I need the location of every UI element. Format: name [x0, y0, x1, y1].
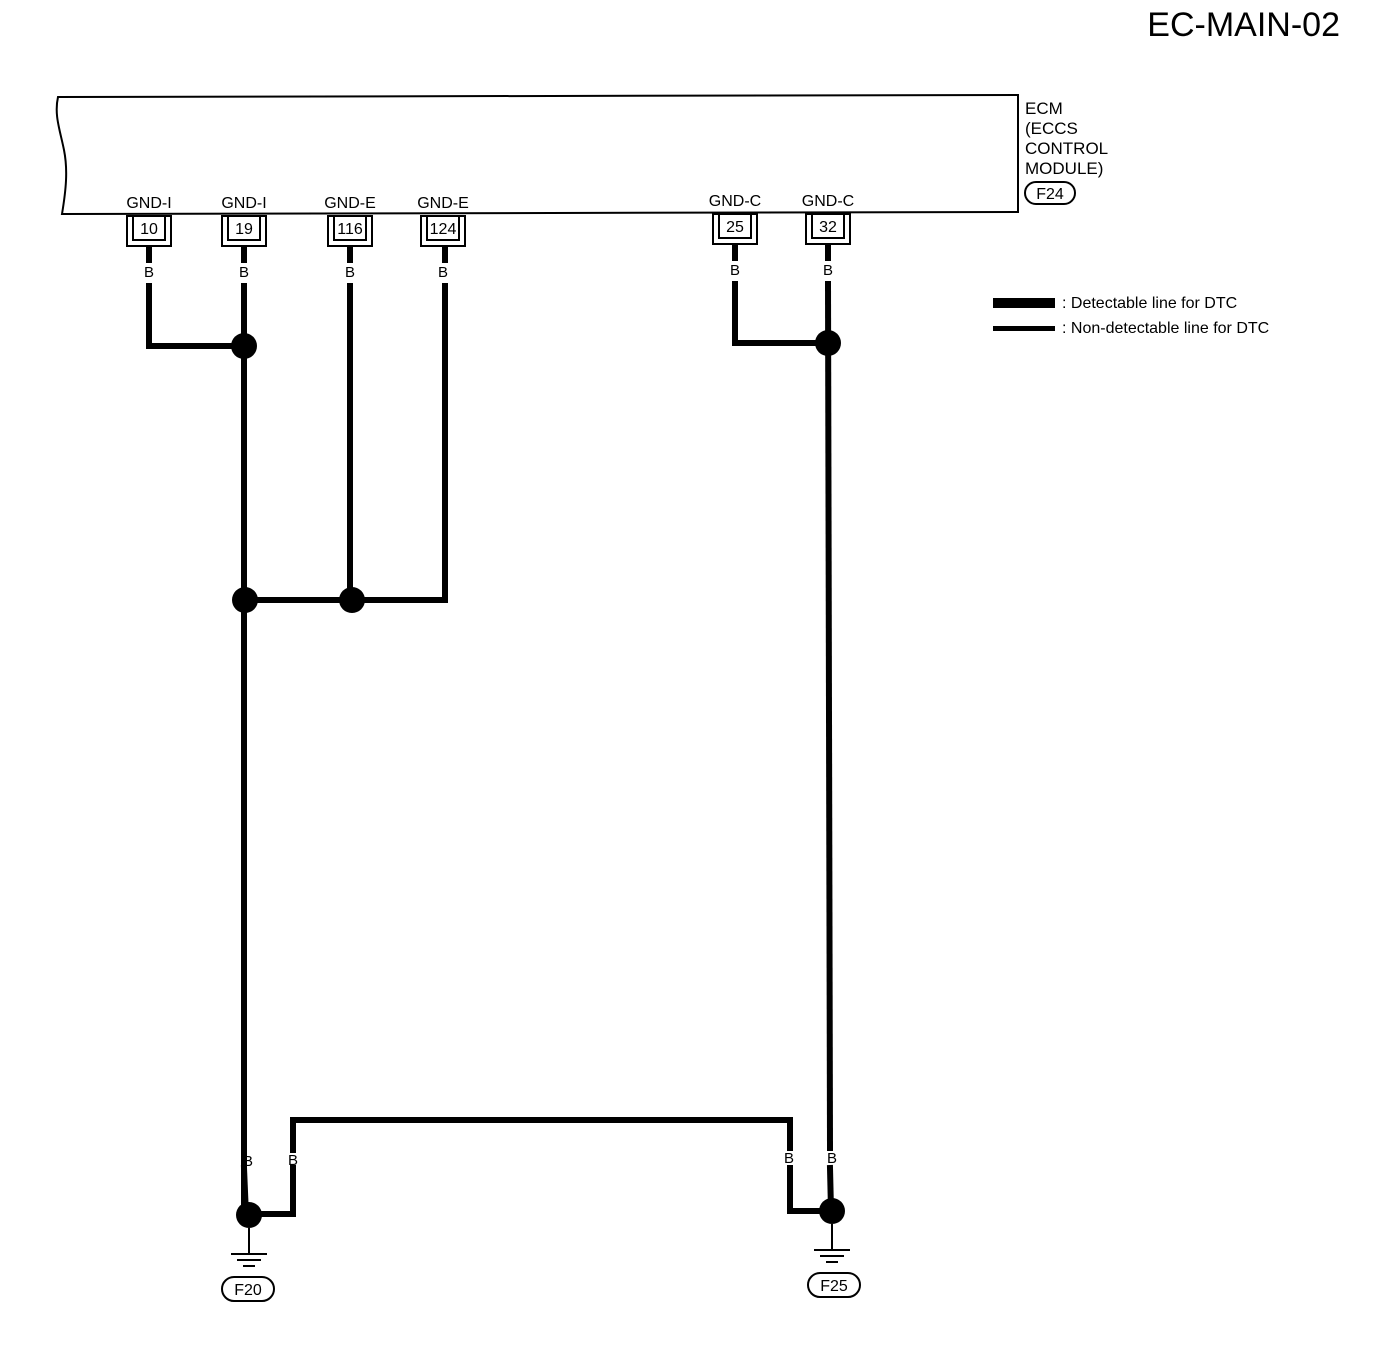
- wire-color: B: [827, 1150, 837, 1167]
- ecm-box: [55, 93, 1019, 216]
- terminal-signal: GND-C: [709, 193, 761, 210]
- terminal-25: GND-C 25 B: [709, 193, 761, 279]
- splice-dot: [819, 1198, 845, 1224]
- terminal-32: GND-C 32 B: [802, 193, 854, 279]
- terminal-signal: GND-E: [324, 195, 376, 212]
- wire-color: B: [784, 1150, 794, 1167]
- ground-label: F20: [234, 1282, 262, 1299]
- terminal-pin: 10: [140, 221, 158, 238]
- wire-color: B: [288, 1152, 298, 1169]
- ecm-connector-badge: [1024, 181, 1076, 205]
- terminal-pin: 124: [430, 221, 457, 238]
- ground-f25: F25: [807, 1224, 861, 1298]
- page-code: EC-MAIN-02: [1147, 6, 1340, 44]
- terminal-pin: 25: [726, 219, 744, 236]
- wire-color: B: [243, 1153, 253, 1170]
- splice-dot: [232, 587, 258, 613]
- terminal-116: GND-E 116 B: [324, 195, 376, 281]
- legend-text: : Non-detectable line for DTC: [1062, 320, 1269, 337]
- wires: [146, 280, 835, 1219]
- ecm-label: ECM (ECCS CONTROL MODULE): [1025, 99, 1112, 178]
- terminal-signal: GND-I: [126, 195, 171, 212]
- wire-color: B: [438, 264, 448, 281]
- terminal-pin: 32: [819, 219, 837, 236]
- wire-color: B: [730, 262, 740, 279]
- terminal-pin: 116: [337, 221, 363, 238]
- splice-dot: [236, 1202, 262, 1228]
- wire-color: B: [144, 264, 154, 281]
- terminal-10: GND-I 10 B: [126, 195, 172, 281]
- connector-stubs: [146, 243, 831, 263]
- terminal-signal: GND-C: [802, 193, 854, 210]
- splice-dot: [231, 333, 257, 359]
- legend: : Detectable line for DTC : Non-detectab…: [993, 295, 1269, 337]
- ground-f20: F20: [221, 1228, 275, 1302]
- terminal-19: GND-I 19 B: [221, 195, 267, 281]
- legend-text: : Detectable line for DTC: [1062, 295, 1237, 312]
- terminal-124: GND-E 124 B: [417, 195, 469, 281]
- splice-dot: [815, 330, 841, 356]
- terminal-pin: 19: [235, 221, 253, 238]
- legend-thick-line: [993, 298, 1055, 308]
- splice-points: [231, 330, 845, 1228]
- terminal-signal: GND-I: [221, 195, 266, 212]
- ground-label: F25: [820, 1278, 848, 1295]
- splice-dot: [339, 587, 365, 613]
- terminal-signal: GND-E: [417, 195, 469, 212]
- wire-color: B: [345, 264, 355, 281]
- ecm-connector-label: F24: [1036, 186, 1064, 203]
- wire-color: B: [239, 264, 249, 281]
- wire-color: B: [823, 262, 833, 279]
- legend-thin-line: [993, 326, 1055, 331]
